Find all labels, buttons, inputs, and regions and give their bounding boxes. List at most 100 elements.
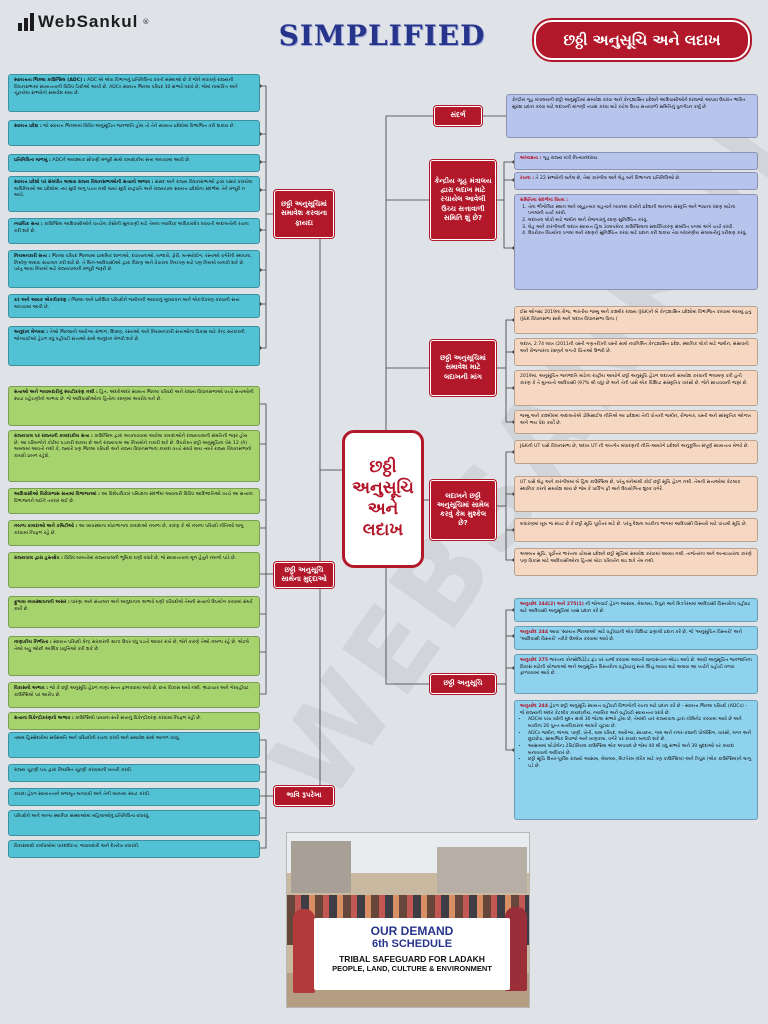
outlook-box-2: રાજ્ય ચૂંટણી પંચ દ્વારા નિયમિત ચૂંટણી કર… [8,764,260,782]
list-item: ADCમાં પાંચ વર્ષની મુદત સાથે 30 જેટલા સભ… [528,717,752,730]
issue-box-5: રાજ્યપાલ દ્વારા હસ્તક્ષેપ : વિવિધ બાબતોમ… [8,552,260,588]
benefit-text: ADC એ એવા વિભાગનું પ્રતિનિધિત્વ કરતી સંસ… [14,78,238,97]
sixth-box-2: અનુચ્છેદ 244 આવા 'સ્વાયત્ત જિલ્લાઓ' માટે… [514,626,758,650]
benefit-lead: સ્વાયત્ત પ્રદેશ : [14,124,42,129]
committee-composition-box: રચના : તે 22 સભ્યોની બનેલ છે, તેમાં કારગ… [514,172,758,190]
benefit-lead: નિયમનકારી સત્તા : [14,254,51,259]
issue-text: જો કે છઠ્ઠી અનુસૂચિ હેઠળ નાણા સતત ફાળવવા… [14,686,249,698]
banner-line-3: TRIBAL SAFEGUARD FOR LADAKH [339,954,485,964]
committee-chair-box: અધ્યક્ષતા : ગૃહ રાજ્ય મંત્રી નિત્યાનંદરા… [514,152,758,170]
issue-text: હિત, અંદરોઅંદર સ્વાયત્ત જિલ્લા પરિષદો અન… [14,390,254,402]
tag-issues: છઠ્ઠી અનુસૂચિ સાથેના મુદ્દાઓ [274,562,334,588]
benefit-text: કાઉન્સિલ આદિવાસીઓને વચ્ચેના કેસોની સુનાવ… [14,222,249,234]
issue-text: આ વિશેષાધિકાર પરિષદના સંદર્ભમાં આવનારી વ… [14,492,253,504]
benefit-lead: સ્વાયત્તતા જિલ્લા કાઉન્સિલ (ADC) : [14,78,86,83]
issue-box-8: વિકાસનો અભાવ : જો કે છઠ્ઠી અનુસૂચિ હેઠળ … [8,682,260,708]
benefit-box-4: સ્વાયત્ત પ્રદેશો પર સંબંધીત અથવા રાજ્ય વ… [8,176,260,212]
context-text: કેન્દ્રીય ગૃહ મંત્રાલયની છઠ્ઠી અનુસૂચિમા… [512,98,746,110]
sixth-lead: અનુચ્છેદ 244 [520,704,549,709]
benefit-text: ADCને આવશ્યક સોંપણી મંજૂરી સાથે કાયદાકીય… [52,158,191,163]
issue-lead: સત્તાના વિકેન્દ્રીકરણનો અભાવ : [14,716,74,721]
sixth-text: ભારતના કોન્સોલિડેટેડ ફંડ પર ચાર્જ કરવામા… [520,658,752,677]
committee-chair-text: ગૃહ રાજ્ય મંત્રી નિત્યાનંદરાય. [542,156,599,161]
committee-composition-lead: રચના : [520,176,535,181]
benefit-text: જિલ્લા અને પ્રાદેશિક પરિષદોને જમીનની આવક… [14,298,240,310]
tag-context: સંદર્ભ [434,106,482,126]
benefit-box-5: ન્યાયિક સત્તા : કાઉન્સિલ આદિવાસીઓને વચ્ચ… [8,218,260,244]
tag-outlook: ભાવિ રૂપરેખા [274,786,334,806]
photo-person [293,909,315,993]
list-item: ADCs જમીન, જંગલ, પાણી, ખેતી, ગ્રામ પરિષદ… [528,731,752,744]
photo-building [291,841,351,893]
issue-box-2: રાજ્યપાલ પર રાજ્યની કાયદાકીય સત્તા : કાઉ… [8,430,260,482]
banner-line-1: OUR DEMAND [370,924,454,938]
center-topic-node: છઠ્ઠી અનુસૂચિ અને લદાખ [342,430,424,568]
demand-text: લદાખ, 2.74 લાખ (2011ની વસ્તી ગણતરી)ની વસ… [520,342,749,354]
sixth-box-1: અનુચ્છેદ 244(2) અને 275(1) ની જોગવાઈ હેઠ… [514,598,758,622]
list-item: ઉપરોક્ત વિષયોના પગલાં અને રક્ષણને સુનિશ્… [528,231,752,238]
benefit-box-8: અનુદાન મેળવવા : તેઓ જિલ્લાનો આરોગ્ય સંભા… [8,326,260,366]
benefit-box-7: કર અને આવક એકત્રીકરણ : જિલ્લા અને પ્રાદે… [8,294,260,318]
logo-bars-icon [18,13,34,31]
issue-lead: રાજ્યપાલ દ્વારા હસ્તક્ષેપ : [14,556,63,561]
issue-lead: રાજ્યપાલ પર રાજ્યની કાયદાકીય સત્તા : [14,434,93,439]
photo-building [437,847,527,893]
demand-text: 2019માં, અનુસૂચિત જનજાતિ માટેના રાષ્ટ્રી… [520,374,748,386]
list-item: તેના ભૌગોલિક સ્થાન અને વ્યૂહાત્મક મહત્વન… [528,205,752,218]
list-item: લદાખના લોકો માટે જમીન અને રોજગારનું રક્ષ… [528,218,752,225]
problems-box-3: બંધારણમાં ખૂબ જ સ્પષ્ટ છે કે છઠ્ઠી સૂચિ … [514,518,758,542]
connector-context [385,115,434,471]
banner-line-4: PEOPLE, LAND, CULTURE & ENVIRONMENT [332,964,492,973]
committee-terms-lead: સમિતિના સંદર્ભના વિષય : [520,198,569,203]
protest-banner: OUR DEMAND 6th SCHEDULE TRIBAL SAFEGUARD… [314,918,510,990]
benefit-text: જો સ્વાયત્ત જિલ્લામાં વિવિધ અનુસૂચિત જનજ… [43,124,235,129]
outlook-box-1: તમામ હિસ્સેદારોમાં સર્વસંમતિ અને પરિષદોન… [8,732,260,758]
issue-box-6: ફુગાવા વ્યવસ્થાપનની અસર : ધારણા અને સંચા… [8,596,260,628]
issue-box-4: નબળા કાયદાઓ અને કમિટીઓ : આ વ્યવસ્થાના મો… [8,520,260,546]
outlook-text: રાજ્ય ચૂંટણી પંચ દ્વારા નિયમિત ચૂંટણી કર… [14,768,133,773]
benefit-text: તેઓ જિલ્લાનો આરોગ્ય સંભાળ, શિક્ષણ, રસ્તા… [14,330,245,342]
issue-lead: વિકાસનો અભાવ : [14,686,49,691]
sixth-text: આવા 'સ્વાયત્ત જિલ્લાઓ' માટે વહીવટની એક વ… [520,630,743,642]
benefit-lead: પ્રતિનિધિત્વ માળખું : [14,158,51,163]
benefit-lead: ન્યાયિક સત્તા : [14,222,43,227]
benefit-lead: અનુદાન મેળવવા : [14,330,49,335]
benefit-box-1: સ્વાયત્તતા જિલ્લા કાઉન્સિલ (ADC) : ADC એ… [8,74,260,112]
committee-chair-lead: અધ્યક્ષતા : [520,156,542,161]
problems-text: બંધારણમાં ખૂબ જ સ્પષ્ટ છે કે છઠ્ઠી સૂચિ … [520,522,747,527]
problems-text: અલબત્ત સૂચિ, પૂર્વોત્તર ભારતના ચોક્કસ પ્… [520,552,752,564]
sixth-lead: અનુચ્છેદ 244(2) અને 275(1) [520,602,584,607]
outlook-text: પરિષદોને અને અન્ય સ્થાનિક સંસ્થાઓમાં મહિ… [14,814,150,819]
tag-sixth-schedule: છઠ્ઠી અનુસૂચિ [430,674,496,694]
problems-box-2: UT પાસે લેહ અને કારગીલમાં બે હિલ કાઉન્સિ… [514,476,758,512]
problems-box-1: J&Kની UT પાસે વિધાનસભા છે, લદાખ UT ની અં… [514,440,758,464]
issue-box-1: સત્તાઓ અને જવાબદારીનું સ્પષ્ટીકરણ નથી : … [8,386,260,426]
benefit-box-3: પ્રતિનિધિત્વ માળખું : ADCને આવશ્યક સોંપણ… [8,154,260,172]
problems-text: J&Kની UT પાસે વિધાનસભા છે, લદાખ UT ની અં… [520,444,749,449]
sixth-box-3: અનુચ્છેદ 275 ભારતના કોન્સોલિડેટેડ ફંડ પર… [514,654,758,694]
demand-text: જમ્મુ અને કાશ્મીરમાં અદાલતોએ ડોમિસાઈલ ની… [520,414,751,426]
outlook-text: કાયદા હેઠળ સ્વાયત્તતાને મજબૂત બનાવવી અને… [14,792,151,797]
problems-box-4: અલબત્ત સૂચિ, પૂર્વોત્તર ભારતના ચોક્કસ પ્… [514,548,758,576]
issue-text: વિવિધ બાબતોમાં રાજ્યપાલની ભૂમિકા ઘણી વધા… [64,556,237,561]
benefit-box-2: સ્વાયત્ત પ્રદેશ : જો સ્વાયત્ત જિલ્લામાં … [8,120,260,146]
registered-mark: ® [142,18,150,26]
outlook-text: તમામ હિસ્સેદારોમાં સર્વસંમતિ અને પરિષદોન… [14,736,181,741]
committee-terms-box: સમિતિના સંદર્ભના વિષય : તેના ભૌગોલિક સ્થ… [514,194,758,290]
demand-box-2: લદાખ, 2.74 લાખ (2011ની વસ્તી ગણતરી)ની વસ… [514,338,758,366]
issue-text: સ્વાયત્ત પરિષદો કેન્દ્ર સરકારની ગ્રાન્ટ … [14,640,249,652]
list-item: લેહ અને કારગીલની લદાખ સ્વાયત્ત હિલ ડેવલપ… [528,225,752,232]
committee-terms-list: તેના ભૌગોલિક સ્થાન અને વ્યૂહાત્મક મહત્વન… [520,205,752,238]
banner-line-2: 6th SCHEDULE [371,938,453,950]
benefit-box-6: નિયમનકારી સત્તા : જિલ્લા પરિષદ જિલ્લામાં… [8,250,260,288]
demand-box-4: જમ્મુ અને કાશ્મીરમાં અદાલતોએ ડોમિસાઈલ ની… [514,410,758,434]
issue-text: ધારણા અને સંચાલન અને અનુદાનના અભાવે ઘણી … [14,600,253,612]
list-item: છઠ્ઠી સૂચિ ઉત્તર-પૂર્વીય રાજ્યો આસામ, મે… [528,757,752,770]
sixth-lead: અનુચ્છેદ 244 [520,630,549,635]
issue-lead: ફુગાવા વ્યવસ્થાપનની અસર : [14,600,70,605]
issue-text: આ વ્યવસ્થાના મોટાભાગના કાયદાઓ નબળા છે, ક… [14,524,244,536]
context-box: કેન્દ્રીય ગૃહ મંત્રાલયની છઠ્ઠી અનુસૂચિમા… [506,94,758,138]
issue-lead: સત્તાઓ અને જવાબદારીનું સ્પષ્ટીકરણ નથી : [14,390,98,395]
outlook-box-4: પરિષદોને અને અન્ય સ્થાનિક સંસ્થાઓમાં મહિ… [8,810,260,836]
